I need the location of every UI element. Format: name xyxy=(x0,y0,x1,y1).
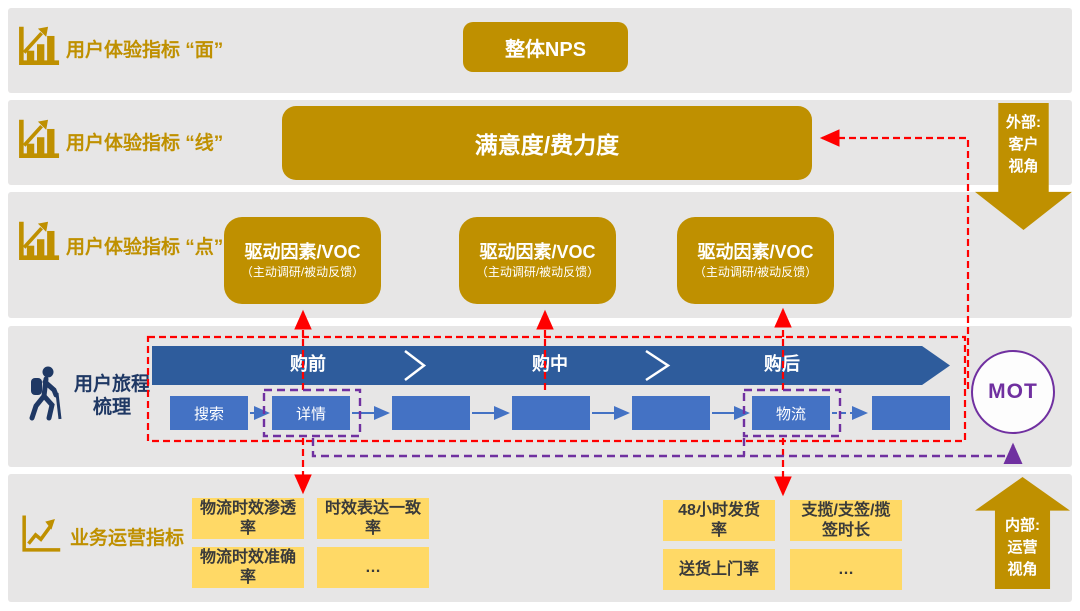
metric-box: 物流时效准确率 xyxy=(192,547,304,588)
internal-view-text: 运营 xyxy=(1007,538,1038,556)
voc-subtitle: （主动调研/被动反馈） xyxy=(240,265,365,279)
bar-chart-growth-icon xyxy=(14,24,60,70)
band-face-label: 用户体验指标 “面” xyxy=(66,40,224,61)
voc-subtitle: （主动调研/被动反馈） xyxy=(693,265,818,279)
metric-box: 支揽/支签/揽签时长 xyxy=(790,500,902,541)
band-point-label: 用户体验指标 “点” xyxy=(66,237,224,258)
mot-circle: MOT xyxy=(971,350,1055,434)
bar-chart-growth-icon xyxy=(14,219,60,265)
band-ops-label: 业务运营指标 xyxy=(70,528,185,549)
metric-box: … xyxy=(317,547,429,588)
voc-title: 驱动因素/VOC xyxy=(244,242,361,262)
internal-view-text: 视角 xyxy=(1007,560,1038,578)
journey-label-line1: 用户旅程 xyxy=(73,374,150,395)
metric-box: 物流时效渗透率 xyxy=(192,498,304,539)
overall-nps-box: 整体NPS xyxy=(463,22,628,72)
step-box xyxy=(392,396,470,430)
voc-card: 驱动因素/VOC （主动调研/被动反馈） xyxy=(459,217,616,304)
hiker-icon xyxy=(22,365,62,421)
external-view-text: 视角 xyxy=(1008,157,1039,175)
metric-box: … xyxy=(790,549,902,590)
voc-title: 驱动因素/VOC xyxy=(479,242,596,262)
voc-title: 驱动因素/VOC xyxy=(697,242,814,262)
external-view-text: 客户 xyxy=(1008,135,1039,153)
satisfaction-effort-bar: 满意度/费力度 xyxy=(282,106,812,180)
step-box xyxy=(632,396,710,430)
trend-line-icon xyxy=(18,512,62,556)
bar-chart-growth-icon xyxy=(14,117,60,163)
voc-card: 驱动因素/VOC （主动调研/被动反馈） xyxy=(677,217,834,304)
step-box-logistics: 物流 xyxy=(752,396,830,430)
metric-box: 48小时发货率 xyxy=(663,500,775,541)
phase-label-prepurchase: 购前 xyxy=(290,354,326,374)
journey-label: 用户旅程 梳理 xyxy=(58,374,166,420)
phase-label-purchase: 购中 xyxy=(532,354,568,374)
journey-label-line2: 梳理 xyxy=(92,396,131,418)
step-box xyxy=(512,396,590,430)
metric-box: 时效表达一致率 xyxy=(317,498,429,539)
step-box-search: 搜索 xyxy=(170,396,248,430)
external-view-text: 外部: xyxy=(1006,114,1041,131)
step-box xyxy=(872,396,950,430)
internal-view-text: 内部: xyxy=(1005,517,1040,534)
voc-card: 驱动因素/VOC （主动调研/被动反馈） xyxy=(224,217,381,304)
voc-subtitle: （主动调研/被动反馈） xyxy=(475,265,600,279)
step-box-detail: 详情 xyxy=(272,396,350,430)
phase-label-postpurchase: 购后 xyxy=(764,354,800,374)
band-line-label: 用户体验指标 “线” xyxy=(66,133,224,154)
metric-box: 送货上门率 xyxy=(663,549,775,590)
